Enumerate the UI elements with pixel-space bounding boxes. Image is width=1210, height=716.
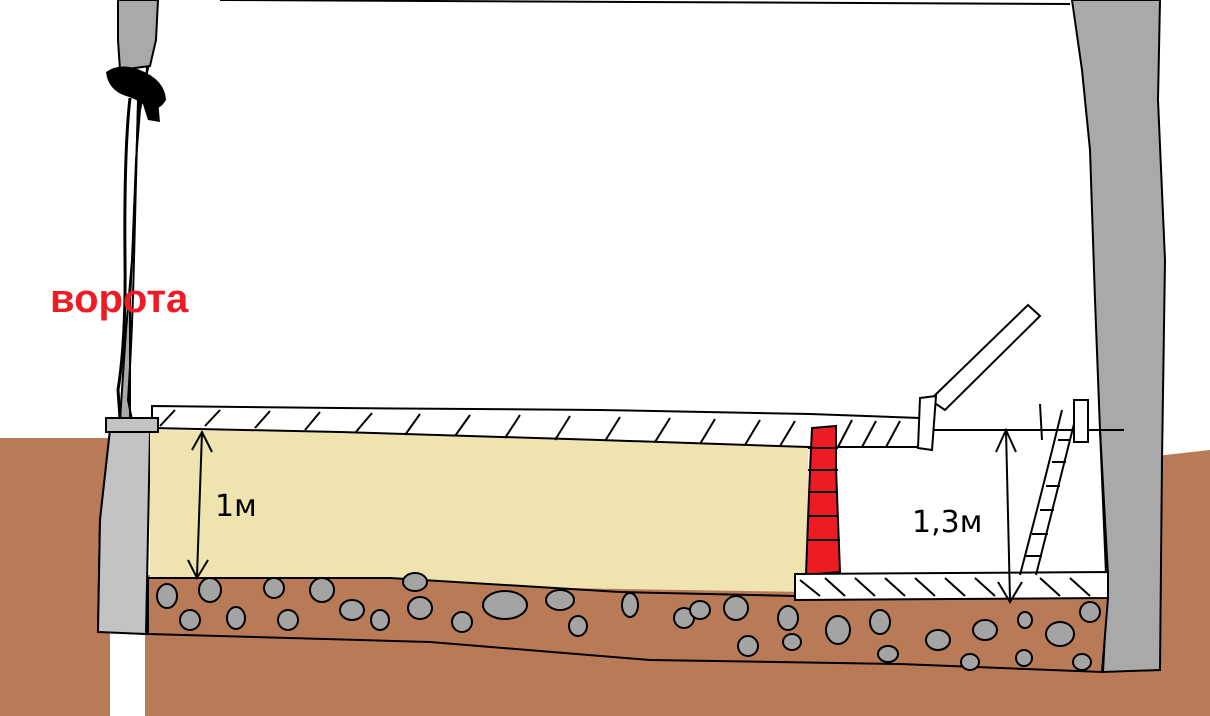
gravel-stones xyxy=(156,572,1101,671)
floor-hatch xyxy=(159,409,901,448)
left-upper-post xyxy=(117,0,160,72)
gate-threshold xyxy=(105,417,159,433)
ladder-icon xyxy=(1019,399,1089,576)
handle-lever-icon xyxy=(916,303,1042,452)
ceiling-line xyxy=(219,0,1071,5)
gate-line-2 xyxy=(126,99,139,421)
pit-depth-label: 1,3м xyxy=(912,505,982,540)
soil-right xyxy=(1160,455,1210,716)
gate-label: ворота xyxy=(50,277,189,321)
gate-hinge-icon xyxy=(106,66,166,122)
pit-bottom-hatch xyxy=(799,577,1091,597)
pit-wall-right xyxy=(1099,429,1107,575)
left-foundation-wall xyxy=(96,428,152,636)
pit-bottom-slab xyxy=(794,570,1109,602)
dimension-arrow-pit xyxy=(995,427,1023,604)
brick-joints xyxy=(808,447,840,541)
fill-depth-label: 1м xyxy=(215,489,257,524)
gravel-bed xyxy=(147,577,1110,674)
soil-left xyxy=(0,438,110,716)
sand-fill xyxy=(150,430,808,592)
dimension-arrow-fill xyxy=(187,429,213,581)
gate-line xyxy=(116,97,132,419)
